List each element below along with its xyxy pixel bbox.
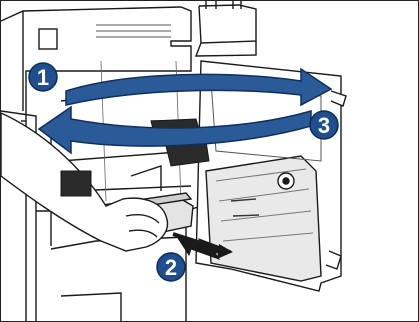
step-number-3: 3 [318, 113, 330, 138]
step-badge-2: 2 [157, 253, 185, 281]
step-number-1: 1 [37, 65, 49, 90]
step-number-2: 2 [165, 255, 177, 280]
step-badge-3: 3 [310, 111, 338, 139]
step-badge-1: 1 [29, 63, 57, 91]
